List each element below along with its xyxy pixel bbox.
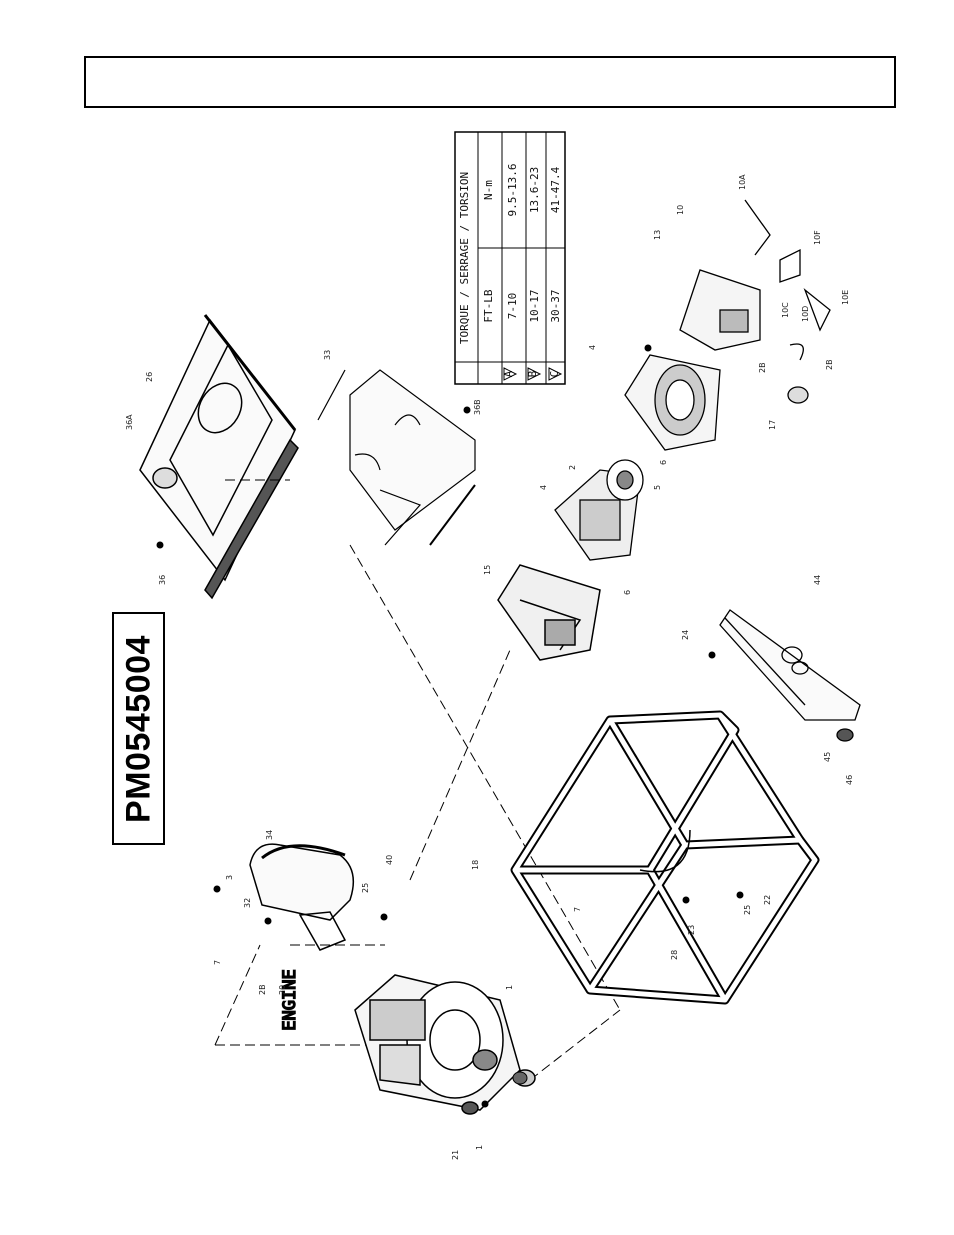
part-label: 4 <box>539 485 548 490</box>
part-label: 36A <box>125 414 134 430</box>
part-label: 1 <box>475 1145 484 1150</box>
bolt-icon <box>737 892 743 898</box>
torque-table-title: TORQUE / SERRAGE / TORSION <box>458 172 471 344</box>
bolt-icon <box>683 897 689 903</box>
part-label: 22 <box>763 895 772 905</box>
bolt-icon <box>214 886 220 892</box>
stator-housing <box>625 355 720 450</box>
wheel-icon <box>513 1072 527 1084</box>
torque-table: TORQUE / SERRAGE / TORSION FT-LB N-m 7-1… <box>455 132 565 384</box>
torque-row-c-nm: 41-47.4 <box>549 166 562 213</box>
torque-row-b-nm: 13.6-23 <box>528 167 541 213</box>
part-label: 10 <box>676 205 685 215</box>
torque-row-c-ftlb: 30-37 <box>549 289 562 322</box>
part-label: 7 <box>573 907 582 912</box>
base-panel <box>720 610 860 741</box>
part-label: 2B <box>825 359 834 370</box>
part-label: 34 <box>265 830 274 840</box>
part-label: 3 <box>225 875 234 880</box>
part-label: 36B <box>473 399 482 415</box>
part-label: 2B <box>258 984 267 995</box>
frame <box>515 715 815 1000</box>
fan-housing <box>498 565 600 660</box>
part-label: 46 <box>845 775 854 785</box>
part-label: 44 <box>813 575 822 585</box>
bolt-icon <box>709 652 715 658</box>
part-label: 7 <box>213 960 222 965</box>
part-label: 25 <box>361 883 370 893</box>
bolt-icon <box>464 407 470 413</box>
bolt-icon <box>157 542 163 548</box>
part-label: 10A <box>738 174 747 190</box>
part-label: 28 <box>670 950 679 960</box>
part-label: 24 <box>681 630 690 640</box>
part-label: 21 <box>451 1150 460 1160</box>
part-label: 26 <box>145 372 154 382</box>
part-label: 45 <box>823 752 832 762</box>
part-label: 6 <box>623 590 632 595</box>
part-label: 15 <box>483 565 492 575</box>
part-label: 2B <box>758 362 767 373</box>
torque-row-a-ftlb: 7-10 <box>506 293 519 320</box>
torque-row-a-nm: 9.5-13.6 <box>506 164 519 217</box>
fuel-tank <box>140 315 298 598</box>
part-label: 1 <box>505 985 514 990</box>
bolt-icon <box>482 1101 488 1107</box>
bolt-icon <box>265 918 271 924</box>
bolt-icon <box>645 345 651 351</box>
part-label: 10D <box>801 306 810 322</box>
part-label: 4 <box>588 345 597 350</box>
part-label: 5 <box>653 485 662 490</box>
rotor <box>555 460 643 560</box>
part-label: 10C <box>781 302 790 318</box>
part-label: 10F <box>813 230 822 245</box>
torque-col-ftlb: FT-LB <box>482 289 495 322</box>
part-label: 32 <box>243 898 252 908</box>
torque-row-c-mark: C <box>548 371 561 378</box>
part-label: 40 <box>385 855 394 865</box>
part-label: 25 <box>743 905 752 915</box>
part-label: 36 <box>158 575 167 585</box>
engine: ENGINE <box>280 969 535 1114</box>
engine-label: ENGINE <box>280 969 300 1030</box>
bolt-icon <box>381 914 387 920</box>
part-label: 13 <box>653 230 662 240</box>
torque-col-nm: N-m <box>482 180 495 200</box>
part-label: 23 <box>687 925 696 935</box>
part-label: 2 <box>568 465 577 470</box>
part-label: 10E <box>841 290 850 305</box>
part-label: 6 <box>659 460 668 465</box>
shroud-panel <box>318 370 475 545</box>
part-label: 20 <box>278 985 287 995</box>
part-label: 33 <box>323 350 332 360</box>
part-label: 18 <box>471 860 480 870</box>
air-filter-cover <box>250 844 353 950</box>
part-label: 17 <box>768 420 777 430</box>
torque-row-b-ftlb: 10-17 <box>528 289 541 322</box>
